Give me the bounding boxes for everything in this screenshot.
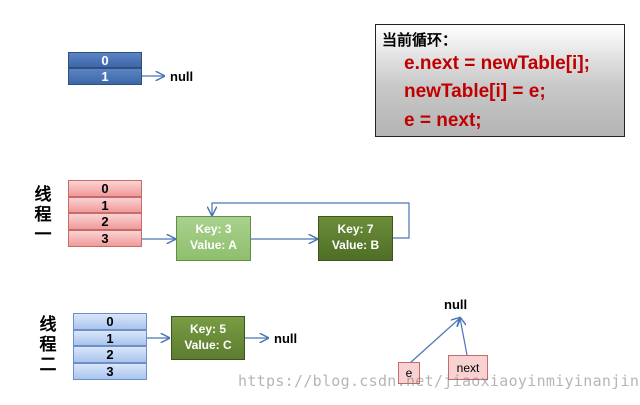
thread2-node-c: Key: 5 Value: C xyxy=(171,316,245,360)
node-b-value: Value: B xyxy=(331,238,380,252)
thread2-label-char-3: 二 xyxy=(39,355,57,375)
code-line-1: e.next = newTable[i]; xyxy=(404,53,590,74)
thread2-array-index-3: 3 xyxy=(73,363,147,380)
top-null-label: null xyxy=(170,69,194,84)
thread1-node-a: Key: 3 Value: A xyxy=(176,216,251,261)
node-c-value: Value: C xyxy=(184,338,232,352)
arrow-next-to-null xyxy=(460,318,468,356)
pointer-next-box: next xyxy=(448,355,488,380)
code-line-3: e = next; xyxy=(404,110,482,131)
arrow-node-b-loop-to-node-a xyxy=(212,202,410,239)
thread1-array-index-3: 3 xyxy=(68,230,142,247)
code-box-title: 当前循环： xyxy=(382,32,458,49)
thread2-array-index-1: 1 xyxy=(73,330,147,346)
thread1-label-char-3: 一 xyxy=(34,225,52,245)
thread2-array-index-0: 0 xyxy=(73,313,147,330)
thread2-label-char-1: 线 xyxy=(39,315,57,335)
code-line-2: newTable[i] = e; xyxy=(404,81,546,102)
thread1-array-index-2: 2 xyxy=(68,213,142,230)
pointer-e-box: e xyxy=(398,362,420,384)
thread2-array-index-2: 2 xyxy=(73,346,147,363)
thread2-null-label: null xyxy=(274,331,298,346)
top-array-index-0: 0 xyxy=(68,52,142,68)
pointer-null-label: null xyxy=(444,297,468,312)
thread1-array-index-1: 1 xyxy=(68,197,142,213)
arrow-e-to-null xyxy=(409,318,460,364)
top-array-index-1: 1 xyxy=(68,68,142,85)
thread1-label-char-2: 程 xyxy=(34,205,52,225)
watermark-url: https://blog.csdn.net/jiaoxiaoyinmiyinan… xyxy=(238,372,640,390)
node-c-key: Key: 5 xyxy=(189,322,227,336)
current-loop-code-box: 当前循环： e.next = newTable[i]; newTable[i] … xyxy=(375,24,625,137)
node-a-value: Value: A xyxy=(190,238,237,252)
node-b-key: Key: 7 xyxy=(337,222,374,236)
thread2-label-char-2: 程 xyxy=(39,335,57,355)
node-a-key: Key: 3 xyxy=(195,222,232,236)
thread1-node-b: Key: 7 Value: B xyxy=(318,216,393,261)
thread1-label-char-1: 线 xyxy=(34,185,52,205)
thread1-array-index-0: 0 xyxy=(68,180,142,197)
